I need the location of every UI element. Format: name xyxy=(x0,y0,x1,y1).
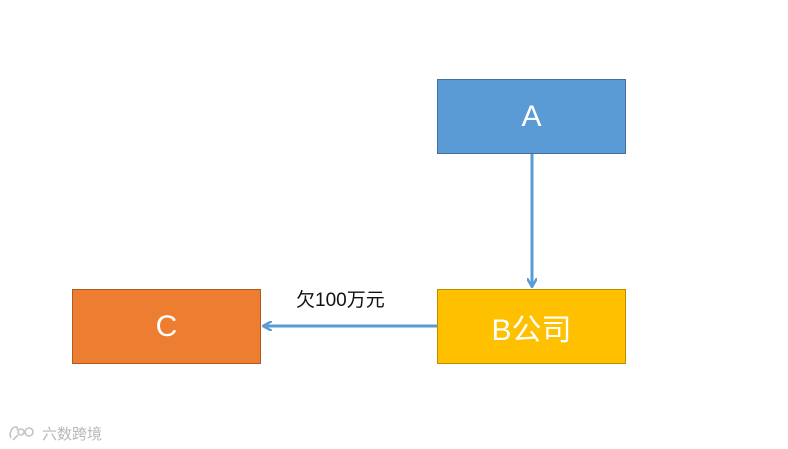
node-a-label: A xyxy=(521,99,542,133)
node-b-label: B公司 xyxy=(491,313,572,347)
watermark-logo-icon xyxy=(9,426,34,441)
watermark-text: 六数跨境 xyxy=(42,425,103,443)
watermark: 六数跨境 xyxy=(8,422,102,444)
node-c-label: C xyxy=(155,309,178,343)
edge-b-to-c-label: 欠100万元 xyxy=(296,290,385,311)
node-a: A xyxy=(437,79,626,154)
node-b-company: B公司 xyxy=(437,289,626,364)
node-c: C xyxy=(72,289,261,364)
